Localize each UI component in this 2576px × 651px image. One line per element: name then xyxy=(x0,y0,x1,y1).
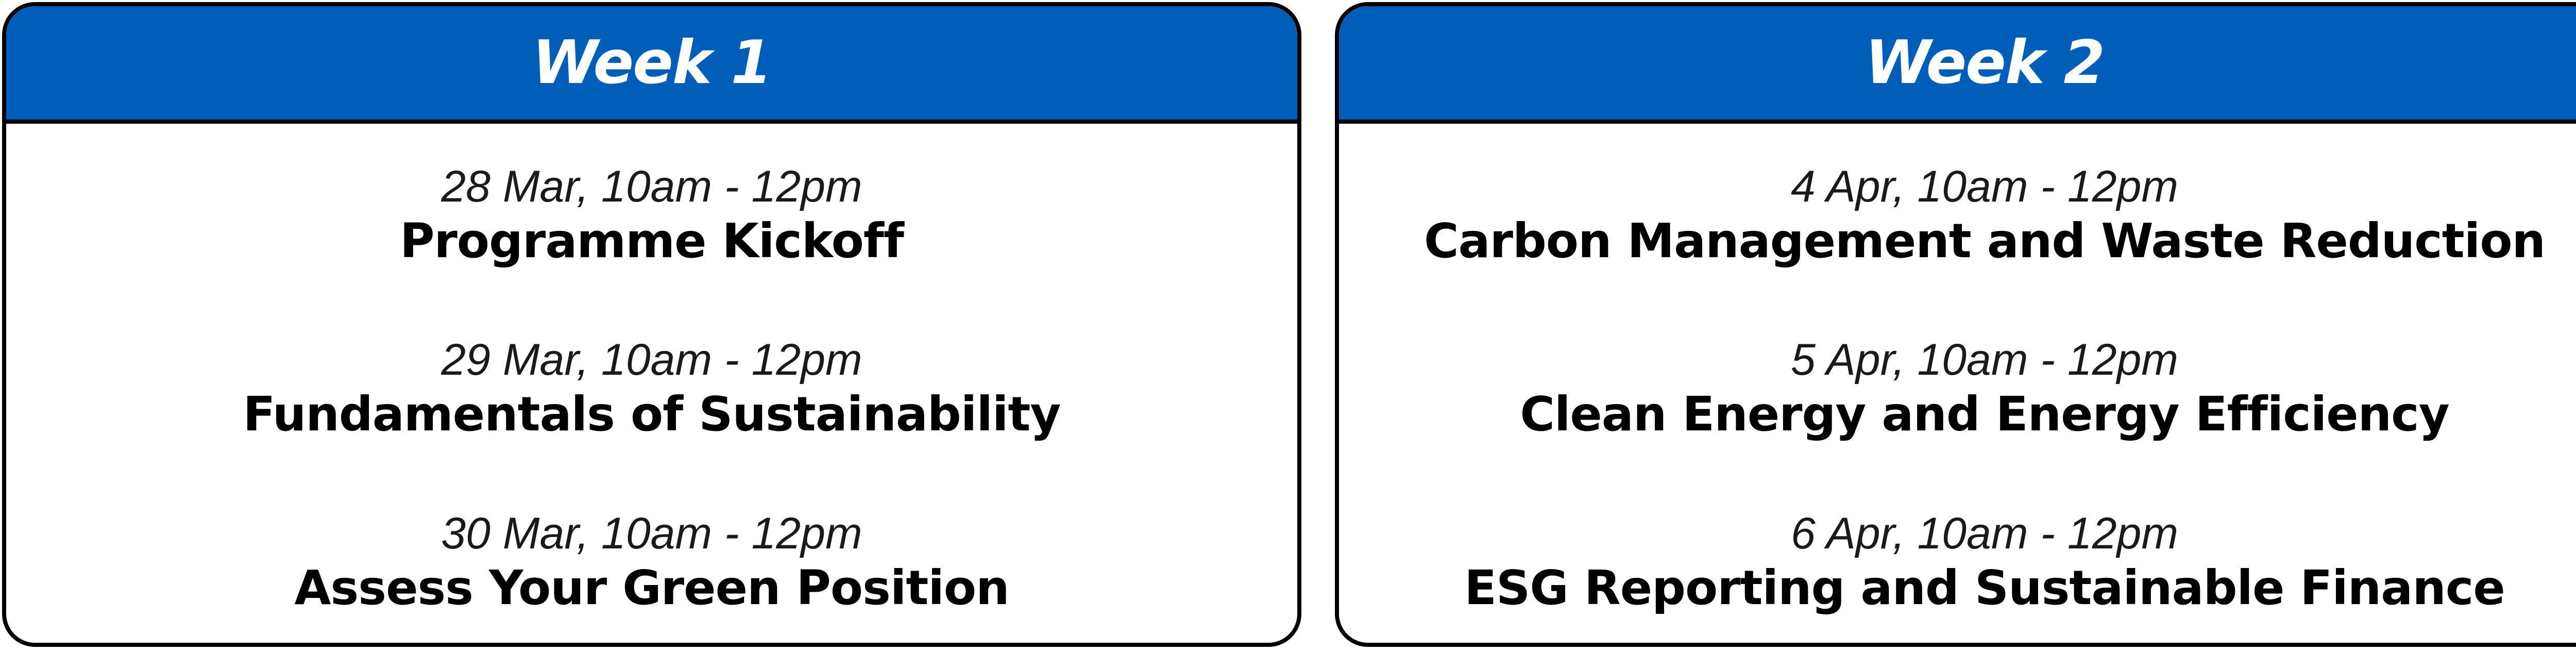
session-item: 5 Apr, 10am - 12pm Clean Energy and Ener… xyxy=(1339,334,2576,443)
week-1-card: Week 1 28 Mar, 10am - 12pm Programme Kic… xyxy=(2,2,1301,647)
week-1-session-list: 28 Mar, 10am - 12pm Programme Kickoff 29… xyxy=(6,124,1297,643)
session-item: 29 Mar, 10am - 12pm Fundamentals of Sust… xyxy=(6,334,1297,443)
session-title: Clean Energy and Energy Efficiency xyxy=(1520,387,2449,442)
session-title: Carbon Management and Waste Reduction xyxy=(1423,213,2546,269)
session-date: 29 Mar, 10am - 12pm xyxy=(441,335,862,385)
week-2-title: Week 2 xyxy=(1865,28,2105,97)
session-title: Fundamentals of Sustainability xyxy=(243,387,1061,442)
session-item: 28 Mar, 10am - 12pm Programme Kickoff xyxy=(6,161,1297,270)
session-title: Assess Your Green Position xyxy=(294,560,1009,615)
session-title: Programme Kickoff xyxy=(400,213,904,269)
session-title: ESG Reporting and Sustainable Finance xyxy=(1464,560,2505,615)
week-1-header: Week 1 xyxy=(6,6,1297,124)
session-item: 4 Apr, 10am - 12pm Carbon Management and… xyxy=(1339,161,2576,270)
session-date: 6 Apr, 10am - 12pm xyxy=(1790,509,2179,558)
week-2-card: Week 2 4 Apr, 10am - 12pm Carbon Managem… xyxy=(1335,2,2576,647)
week-1-title: Week 1 xyxy=(532,28,772,97)
session-date: 30 Mar, 10am - 12pm xyxy=(441,509,862,558)
week-2-session-list: 4 Apr, 10am - 12pm Carbon Management and… xyxy=(1339,124,2576,643)
session-date: 4 Apr, 10am - 12pm xyxy=(1790,162,2179,211)
session-item: 6 Apr, 10am - 12pm ESG Reporting and Sus… xyxy=(1339,508,2576,617)
session-date: 5 Apr, 10am - 12pm xyxy=(1790,335,2179,385)
week-2-header: Week 2 xyxy=(1339,6,2576,124)
session-date: 28 Mar, 10am - 12pm xyxy=(441,162,862,211)
session-item: 30 Mar, 10am - 12pm Assess Your Green Po… xyxy=(6,508,1297,617)
